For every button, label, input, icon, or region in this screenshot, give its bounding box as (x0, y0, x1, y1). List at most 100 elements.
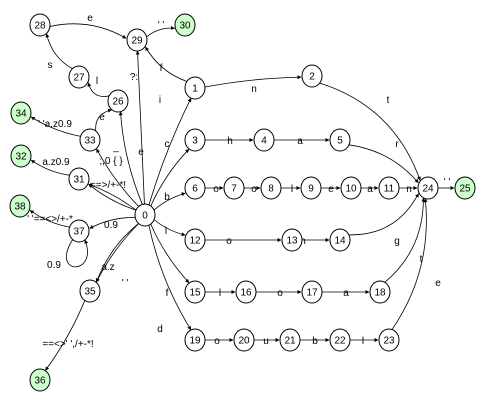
state-22: 22 (329, 328, 351, 352)
state-circle-0 (134, 203, 156, 227)
transition-label-2-24: t (387, 95, 390, 106)
state-label-28: 28 (34, 21, 46, 32)
state-circle-34 (10, 101, 32, 125)
transition-0-to-12 (153, 219, 186, 237)
state-5: 5 (329, 128, 351, 152)
state-3: 3 (184, 128, 206, 152)
transition-label-26-27: l (96, 76, 98, 87)
state-label-5: 5 (337, 136, 343, 147)
state-label-1: 1 (192, 84, 198, 95)
state-circle-17 (301, 280, 323, 304)
state-circle-18 (369, 280, 391, 304)
transition-label-0-6: b (164, 192, 170, 203)
state-7: 7 (223, 176, 245, 200)
transition-37-to-37 (66, 238, 89, 268)
state-34-accept: 34 (10, 101, 32, 125)
transition-label-11-24: n (406, 184, 412, 195)
state-21: 21 (279, 328, 301, 352)
transition-label-0-35: a.z (101, 262, 114, 273)
transition-label-14-24: g (394, 236, 400, 247)
state-circle-35 (79, 279, 101, 303)
state-circle-16 (235, 280, 257, 304)
state-circle-21 (279, 328, 301, 352)
state-label-3: 3 (192, 136, 198, 147)
state-label-0: 0 (142, 211, 148, 222)
state-label-26: 26 (112, 97, 124, 108)
state-20: 20 (233, 328, 255, 352)
state-label-33: 33 (84, 136, 96, 147)
state-29: 29 (126, 28, 148, 52)
state-circle-26 (107, 89, 129, 113)
state-30-accept: 30 (174, 13, 196, 37)
state-circle-32 (10, 144, 32, 168)
transition-label-8-9: l (291, 184, 293, 195)
state-8: 8 (260, 176, 282, 200)
transition-0-to-26 (118, 111, 144, 206)
state-6: 6 (184, 176, 206, 200)
transition-33-to-34 (30, 116, 81, 137)
transition-label-24-25: ' ' (444, 177, 451, 188)
state-circle-31 (68, 167, 90, 191)
transition-0-to-31 (88, 183, 137, 211)
transition-23-to-24 (391, 198, 428, 331)
state-label-37: 37 (73, 227, 85, 238)
transition-0-to-1 (148, 97, 192, 206)
state-label-36: 36 (34, 376, 46, 387)
state-17: 17 (301, 280, 323, 304)
state-9: 9 (300, 176, 322, 200)
transition-label-28-29: e (87, 13, 93, 24)
state-label-19: 19 (189, 336, 201, 347)
transition-5-to-24 (348, 144, 419, 184)
transition-31-to-32 (30, 159, 70, 176)
state-14: 14 (329, 228, 351, 252)
transition-label-0-29: ?: (130, 72, 138, 83)
state-label-32: 32 (15, 152, 27, 163)
transition-label-27-28: s (48, 60, 53, 71)
transition-26-to-27 (87, 82, 110, 97)
transition-label-9-10: e (328, 184, 334, 195)
state-33: 33 (79, 128, 101, 152)
state-label-17: 17 (306, 288, 318, 299)
state-19: 19 (184, 328, 206, 352)
state-circle-38 (9, 194, 31, 218)
transition-label-4-5: a (297, 136, 303, 147)
state-circle-6 (184, 176, 206, 200)
state-circle-22 (329, 328, 351, 352)
state-label-12: 12 (189, 236, 201, 247)
transition-label-13-14: n (300, 236, 306, 247)
state-2: 2 (301, 64, 323, 88)
state-label-23: 23 (383, 336, 395, 347)
transition-label-7-8: o (251, 184, 257, 195)
state-circle-10 (340, 176, 362, 200)
transition-1-to-2 (204, 75, 302, 88)
state-circle-20 (233, 328, 255, 352)
transition-label-37-38: ' '==<>/+-* (27, 214, 73, 225)
transition-label-1-29: f (160, 63, 163, 74)
transition-label-0-19: d (157, 324, 163, 335)
state-15: 15 (184, 280, 206, 304)
transition-label-19-20: o (214, 336, 220, 347)
state-circle-12 (184, 228, 206, 252)
state-label-2: 2 (309, 72, 315, 83)
state-label-20: 20 (238, 336, 250, 347)
state-0: 0 (134, 203, 156, 227)
transition-label-0-12: l (165, 226, 167, 237)
transition-label-0-3: c (165, 139, 170, 150)
transition-label-0-35: ' ' (122, 278, 129, 289)
transition-28-to-29 (49, 23, 127, 39)
state-label-6: 6 (192, 184, 198, 195)
state-label-11: 11 (384, 184, 395, 195)
transition-0-to-33 (96, 148, 140, 208)
state-circle-2 (301, 64, 323, 88)
state-circle-30 (174, 13, 196, 37)
state-circle-8 (260, 176, 282, 200)
transition-0-to-35 (95, 222, 140, 283)
state-circle-14 (329, 228, 351, 252)
state-32-accept: 32 (10, 144, 32, 168)
transition-0-to-3 (150, 148, 190, 207)
transition-label-0-31: ;,0 { } (99, 156, 123, 167)
state-circle-28 (29, 13, 51, 37)
state-label-31: 31 (73, 175, 85, 186)
state-circle-37 (68, 219, 90, 243)
